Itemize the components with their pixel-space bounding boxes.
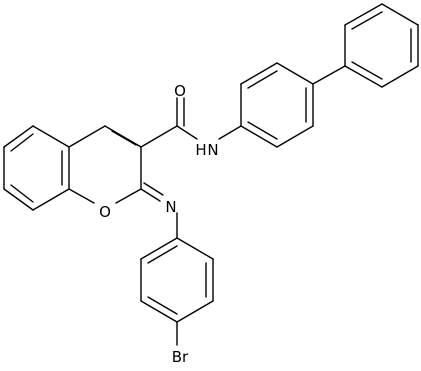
amide-linkage: [140, 97, 242, 148]
benzo-ring: [3, 125, 70, 211]
biaryl-bond: [312, 65, 346, 85]
imine-nitrogen-label: N: [165, 198, 176, 216]
terminal-phenyl-ring: [344, 3, 419, 88]
amide-nitrogen-label: N: [207, 141, 218, 159]
imine-bond: [140, 182, 178, 239]
bromine-label: Br: [172, 348, 189, 366]
inner-phenyl-ring: [240, 62, 314, 148]
pyran-ring: [68, 125, 142, 204]
ring-oxygen-label: O: [99, 203, 111, 221]
bromophenyl-ring: [140, 237, 214, 346]
amide-hydrogen-label: H: [195, 141, 206, 159]
carbonyl-oxygen-label: O: [174, 82, 186, 100]
